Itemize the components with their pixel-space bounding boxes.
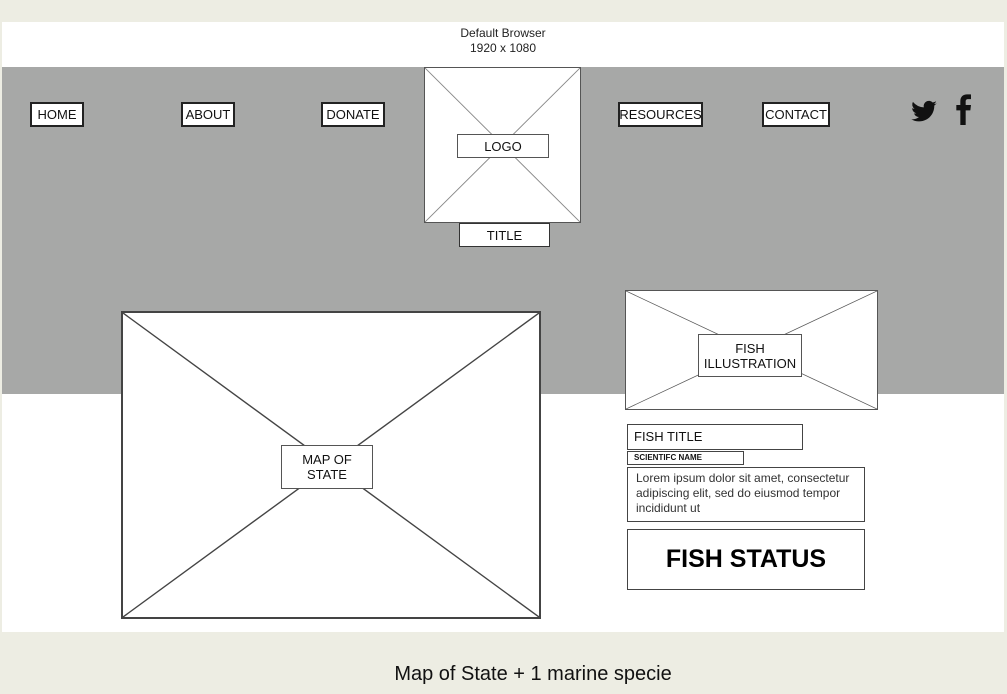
resolution-label: 1920 x 1080 [469, 41, 537, 55]
site-title: TITLE [459, 223, 550, 247]
fish-description: Lorem ipsum dolor sit amet, consectetur … [627, 467, 865, 522]
logo-label: LOGO [457, 134, 549, 158]
nav-home[interactable]: HOME [30, 102, 84, 127]
fish-status: FISH STATUS [627, 529, 865, 590]
fish-illustration-line2: ILLUSTRATION [703, 355, 797, 371]
nav-contact[interactable]: CONTACT [762, 102, 830, 127]
nav-donate[interactable]: DONATE [321, 102, 385, 127]
browser-size-label: Default Browser 1920 x 1080 [2, 26, 1004, 56]
wireframe-caption: Map of State + 1 marine specie [394, 663, 672, 685]
fish-title: FISH TITLE [627, 424, 803, 450]
fish-scientific-name: SCIENTIFC NAME [627, 451, 744, 465]
nav-resources[interactable]: RESOURCES [618, 102, 703, 127]
browser-label: Default Browser [460, 26, 546, 40]
facebook-icon[interactable] [952, 93, 974, 125]
map-label-line1: MAP OF [302, 452, 352, 467]
logo-placeholder: LOGO [424, 67, 581, 223]
fish-illustration-line1: FISH [735, 340, 765, 356]
map-label-line2: STATE [307, 467, 347, 482]
twitter-icon[interactable] [908, 98, 940, 126]
nav-about[interactable]: ABOUT [181, 102, 235, 127]
